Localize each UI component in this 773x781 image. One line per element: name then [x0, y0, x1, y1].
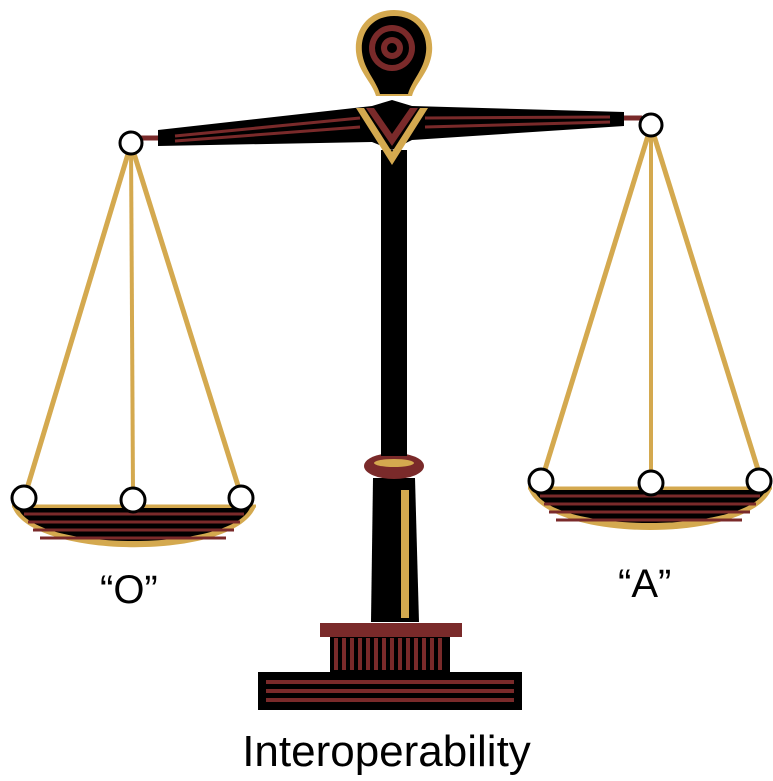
scale-beam	[140, 100, 642, 165]
scale-base	[258, 623, 522, 710]
diagram-caption: Interoperability	[242, 727, 531, 776]
left-pan-label: “O”	[100, 568, 158, 612]
right-pan-label: “A”	[618, 562, 672, 606]
scale-pillar	[364, 150, 424, 622]
right-pan	[527, 112, 773, 530]
left-pan	[10, 130, 256, 548]
scale-finial	[355, 10, 433, 96]
